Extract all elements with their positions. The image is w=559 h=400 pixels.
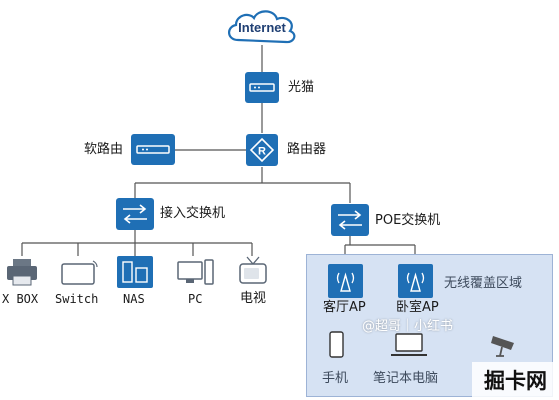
tablet-icon: [61, 260, 98, 285]
svg-text:R: R: [258, 146, 266, 158]
xiaohongshu-watermark: @超哥｜小红书: [362, 319, 454, 334]
living-room-ap-label: 客厅AP: [323, 300, 366, 315]
phone-label: 手机: [322, 371, 349, 386]
security-camera-icon: [491, 336, 514, 357]
wifi-ap-icon: [336, 272, 355, 292]
router-icon: R: [249, 137, 275, 163]
modem-label: 光猫: [288, 80, 315, 95]
camera-client: [488, 328, 524, 360]
printer-icon: [7, 259, 37, 286]
access-switch-label: 接入交换机: [160, 206, 226, 221]
soft-router-label: 软路由: [84, 142, 124, 157]
poe-switch-label: POE交换机: [375, 213, 441, 228]
wireless-coverage-label: 无线覆盖区域: [444, 276, 523, 291]
modem-icon: [249, 83, 275, 92]
living-room-ap: [328, 264, 363, 298]
wifi-ap-icon: [406, 272, 425, 292]
bedroom-ap: [398, 264, 433, 298]
site-watermark: 掘卡网: [472, 362, 559, 400]
cloud-icon: [228, 10, 296, 44]
tv-device: [236, 254, 270, 288]
nas-label: NAS: [123, 292, 145, 306]
laptop-client: [388, 330, 430, 360]
soft-router-icon: [136, 145, 170, 154]
internet-cloud: Internet: [224, 6, 300, 48]
router-node: R: [246, 134, 278, 166]
xbox-device: [4, 256, 40, 288]
pc-device: [176, 256, 216, 288]
xbox-label: X BOX: [2, 292, 39, 306]
switch-console-label: Switch: [55, 292, 99, 306]
desktop-pc-icon: [177, 259, 214, 285]
phone-client: [323, 330, 349, 360]
tv-label: 电视: [240, 291, 267, 306]
switch-arrows-icon: [338, 210, 362, 230]
router-label: 路由器: [287, 142, 327, 157]
pc-label: PC: [188, 292, 203, 306]
internet-label: Internet: [238, 20, 286, 35]
switch-arrows-icon: [123, 204, 147, 224]
bedroom-ap-label: 卧室AP: [396, 300, 439, 315]
modem-node: [245, 72, 279, 103]
nas-icon: [122, 261, 148, 283]
tv-icon: [239, 256, 267, 284]
access-switch-node: [116, 198, 154, 230]
nas-device: [117, 256, 153, 288]
poe-switch-node: [331, 204, 369, 236]
soft-router-node: [131, 134, 175, 165]
laptop-label: 笔记本电脑: [373, 371, 439, 386]
smartphone-icon: [329, 331, 344, 358]
laptop-icon: [391, 333, 427, 356]
switch-console-device: [60, 256, 100, 288]
